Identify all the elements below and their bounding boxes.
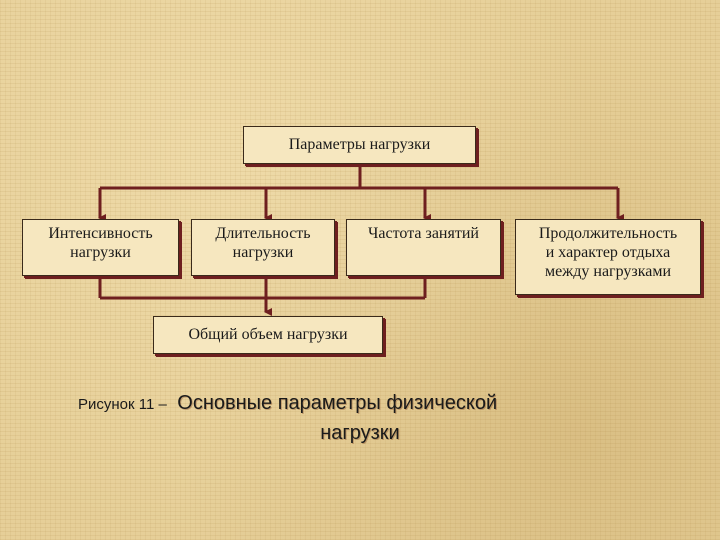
caption-prefix: Рисунок 11 – xyxy=(78,396,167,413)
intensity-label-line1: Интенсивность xyxy=(48,225,153,242)
intensity-label-line2: нагрузки xyxy=(70,244,131,261)
rest-label-line1: Продолжительность xyxy=(538,225,678,242)
result-label: Общий объем нагрузки xyxy=(188,326,348,343)
rest-box: Продолжительность и характер отдыха межд… xyxy=(515,219,701,295)
intensity-box: Интенсивность нагрузки xyxy=(22,219,179,276)
root-box: Параметры нагрузки xyxy=(243,126,476,164)
rest-label-line2: и характер отдыха xyxy=(545,244,671,261)
duration-box: Длительность нагрузки xyxy=(191,219,335,276)
caption-title-line2: нагрузки xyxy=(320,422,400,444)
duration-label-line1: Длительность xyxy=(215,225,311,242)
duration-label-line2: нагрузки xyxy=(232,244,294,261)
caption-title-line1: Основные параметры физической xyxy=(177,392,498,414)
frequency-label-line1: Частота занятий xyxy=(368,225,479,242)
frequency-box: Частота занятий xyxy=(346,219,501,276)
rest-label-line3: между нагрузками xyxy=(544,263,672,280)
result-box: Общий объем нагрузки xyxy=(153,316,383,354)
root-label: Параметры нагрузки xyxy=(288,136,431,153)
